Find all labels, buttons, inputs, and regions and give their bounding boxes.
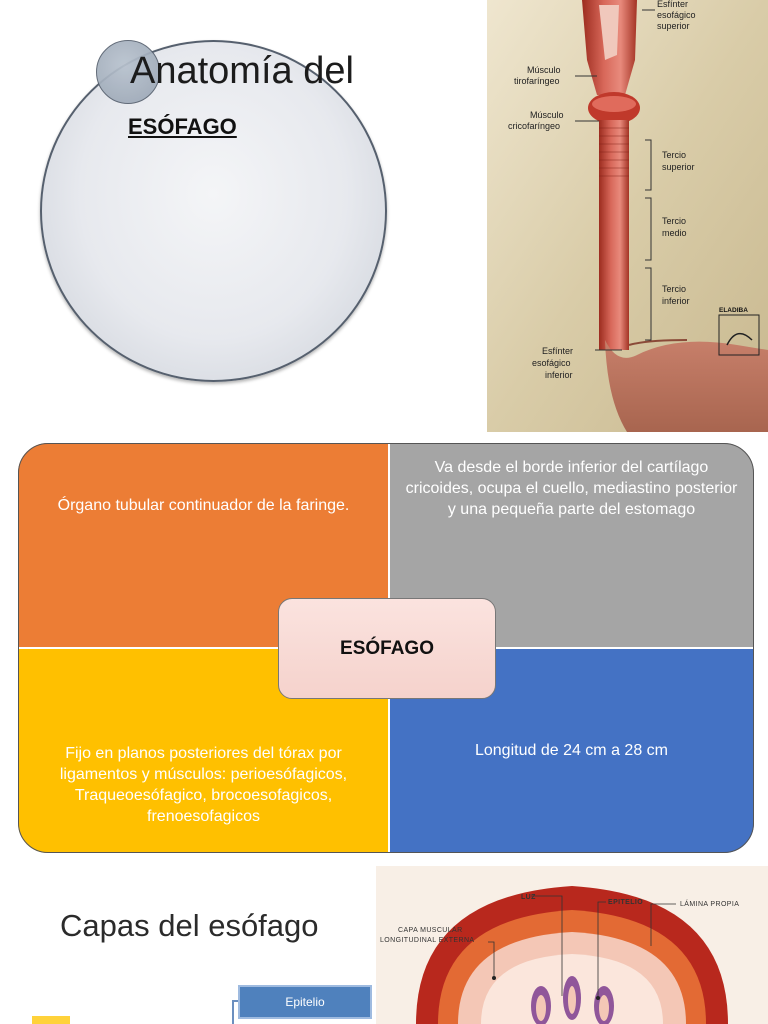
label-crico-2: cricofaríngeo [508,121,560,131]
histo-label-capa-2: LONGITUDINAL EXTERNA [380,937,474,944]
label-ues-1: Esfínter [657,0,688,9]
logo-text: ELADIBA [719,307,748,314]
label-les-1: Esfínter [542,346,573,356]
tree-connector-vertical [232,1000,234,1024]
center-label: ESÓFAGO [278,598,496,699]
page-title: Anatomía del [130,50,354,92]
yellow-marker [32,1016,70,1024]
histology-illustration: LUZ EPITELIO CAPA MUSCULAR LONGITUDINAL … [376,866,768,1024]
histo-label-epitelio: EPITELIO [608,899,643,906]
esophagus-illustration: Esfínter esofágico superior Músculo tiro… [487,0,768,432]
title-circle [40,40,387,382]
label-inf-1: Tercio [662,284,686,294]
label-tiro-2: tirofaríngeo [514,76,560,86]
label-sup-2: superior [662,162,695,172]
label-les-3: inferior [545,370,573,380]
label-med-2: medio [662,228,687,238]
epitelio-node: Epitelio [238,985,372,1019]
histo-label-luz: LUZ [521,894,536,901]
histo-label-lamina: LÁMINA PROPIA [680,899,739,908]
label-inf-2: inferior [662,296,690,306]
section-title: Capas del esófago [60,908,319,943]
histo-label-capa-1: CAPA MUSCULAR [398,927,463,934]
page-subtitle: ESÓFAGO [128,114,237,139]
label-med-1: Tercio [662,216,686,226]
label-tiro-1: Músculo [527,65,561,75]
eladiba-logo: ELADIBA [718,307,760,356]
label-crico-1: Músculo [530,110,564,120]
accent-circle [96,40,160,104]
label-ues-3: superior [657,21,690,31]
label-ues-2: esofágico [657,10,696,20]
label-sup-1: Tercio [662,150,686,160]
tree-connector [232,1000,238,1002]
quadrant-top-left: Órgano tubular continuador de la faringe… [18,443,389,648]
label-les-2: esofágico [532,358,571,368]
